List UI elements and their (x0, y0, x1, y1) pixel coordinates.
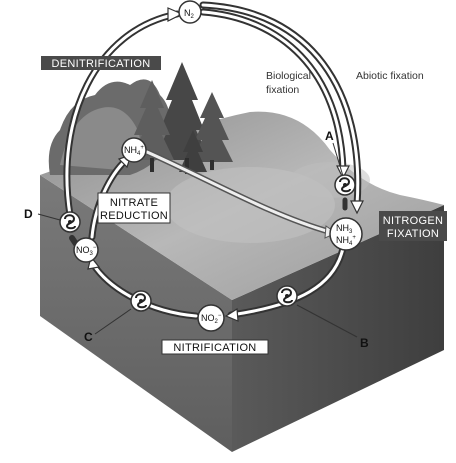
no3-sub: 3 (90, 251, 94, 257)
nitrification-label: NITRIFICATION (161, 339, 269, 355)
compound-nh3-nh4: NH3 NH4+ (329, 217, 363, 251)
nh4-base: NH (124, 145, 137, 155)
letter-c: C (84, 330, 93, 344)
denitrification-text: DENITRIFICATION (51, 58, 150, 70)
tree-trunk (185, 158, 189, 174)
nitrate-reduction-line1: NITRATE (110, 197, 158, 209)
microbe-icon-c (130, 290, 152, 312)
microbe-icon-a (334, 174, 356, 196)
svg-text:NH3: NH3 (336, 223, 353, 235)
letter-a: A (325, 129, 334, 143)
letter-d: D (24, 207, 33, 221)
svg-text:NH4+: NH4+ (124, 145, 144, 157)
svg-text:NO2−: NO2− (201, 313, 222, 325)
block-side-face (232, 205, 444, 452)
no2-base: NO (201, 313, 215, 323)
no3-base: NO (76, 245, 90, 255)
denitrification-label: DENITRIFICATION (41, 56, 161, 70)
compound-nh4-top: NH4+ (121, 137, 147, 163)
compound-no3: NO3− (73, 237, 99, 263)
nitrification-text: NITRIFICATION (173, 342, 256, 354)
leader-lines (37, 142, 358, 338)
tree-canopy (60, 107, 140, 170)
no3-sup: − (93, 245, 97, 251)
conifer-tree (191, 92, 233, 162)
svg-text:NH4+: NH4+ (336, 235, 356, 247)
nh3-base: NH (336, 223, 349, 233)
tree-trunk (210, 160, 214, 170)
nitrate-reduction-label: NITRATE REDUCTION (97, 192, 171, 224)
nitrate-reduction-line2: REDUCTION (100, 210, 168, 222)
compound-n2: N2 (178, 0, 202, 24)
letter-b: B (360, 336, 369, 350)
nitrogen-fixation-line1: NITROGEN (383, 215, 443, 227)
n2-sub: 2 (191, 14, 195, 20)
svg-text:NO3−: NO3− (76, 245, 97, 257)
no2-sup: − (218, 313, 222, 319)
svg-text:N2: N2 (184, 8, 195, 20)
microbe-icon-d (59, 211, 81, 233)
nh3-sub: 3 (349, 229, 353, 235)
nitrogen-fixation-label: NITROGEN FIXATION (379, 211, 447, 241)
biological-fixation-line1: Biological (266, 70, 311, 82)
nh4-right-base: NH (336, 235, 349, 245)
nitrogen-fixation-line2: FIXATION (387, 228, 439, 240)
biological-fixation-line2: fixation (266, 84, 299, 96)
tree-trunk (150, 158, 154, 172)
nh4-sup: + (140, 145, 144, 151)
abiotic-fixation-label: Abiotic fixation (356, 70, 424, 82)
compound-no2: NO2− (197, 304, 225, 332)
nh4-right-sup: + (352, 235, 356, 241)
n2-base: N (184, 8, 191, 18)
conifer-tree (154, 62, 210, 160)
nh4-right-sub: 4 (349, 241, 353, 247)
no2-sub: 2 (215, 319, 219, 325)
microbe-icon-b (276, 285, 298, 307)
nh4-sub: 4 (137, 151, 141, 157)
